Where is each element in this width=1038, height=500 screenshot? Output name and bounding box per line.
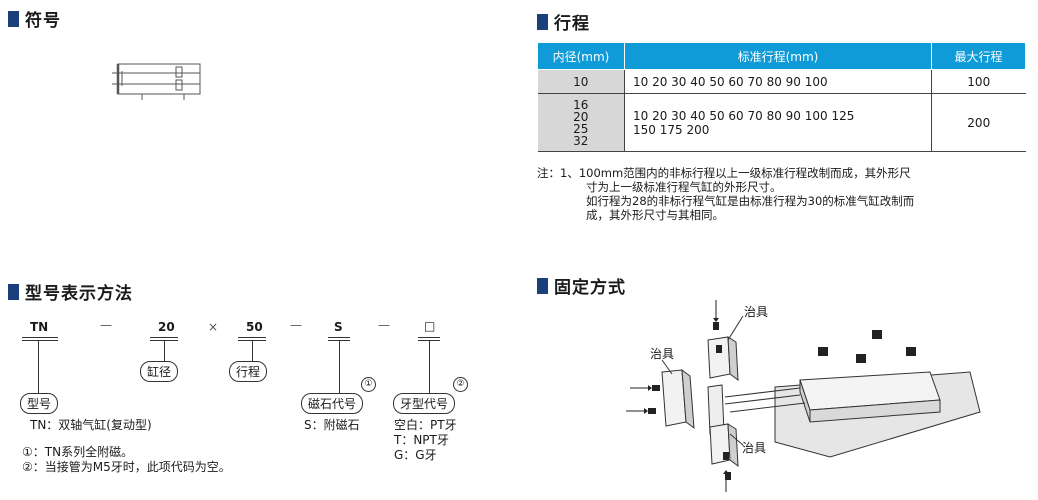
standard-stroke-cell: 10 20 30 40 50 60 70 80 90 100 125 150 1… [624, 93, 932, 152]
jig-leader [727, 315, 744, 341]
bore-cell: 10 [537, 69, 625, 94]
code-separator: — [378, 318, 390, 332]
section-title-mounting: 固定方式 [537, 273, 626, 298]
circle-number-2: ② [453, 377, 468, 392]
section-marker [537, 13, 548, 30]
section-title-text: 型号表示方法 [25, 284, 133, 304]
jig-label: 治具 [744, 305, 769, 319]
leader-underline [418, 337, 440, 341]
standard-stroke-cell: 10 20 30 40 50 60 70 80 90 100 [624, 69, 932, 94]
table-row: 16 20 25 32 10 20 30 40 50 60 70 80 90 1… [537, 93, 1026, 152]
leader-underline [328, 337, 350, 341]
leader-line [339, 341, 340, 393]
footnote: ①：TN系列全附磁。 [22, 445, 134, 459]
mounting-illustration [626, 300, 981, 492]
magnet-description: S：附磁石 [304, 418, 360, 432]
label-thread: 牙型代号 [393, 393, 456, 414]
header-bore: 内径(mm) [537, 42, 625, 70]
stroke-line: 10 20 30 40 50 60 70 80 90 100 125 [633, 108, 855, 123]
mounting-screws [648, 322, 916, 480]
code-part-magnet: S [334, 320, 343, 334]
bore-value: 32 [573, 133, 589, 148]
jig-label: 治具 [742, 441, 767, 455]
leader-underline [22, 337, 58, 341]
jig-label: 治具 [650, 347, 675, 361]
bore-value: 16 [573, 97, 589, 112]
code-part-bore: 20 [158, 320, 175, 334]
code-separator: × [208, 320, 219, 334]
label-stroke: 行程 [229, 361, 268, 382]
jig-leader [661, 359, 673, 375]
leader-line [429, 341, 430, 393]
code-separator: — [100, 318, 112, 332]
section-title-model: 型号表示方法 [8, 279, 133, 304]
bore-cell: 16 20 25 32 [537, 93, 625, 152]
section-title-stroke: 行程 [537, 9, 590, 34]
section-title-text: 符号 [25, 11, 61, 31]
double-rod-cylinder-symbol [112, 63, 201, 100]
leader-line [38, 341, 39, 393]
jig-top [707, 336, 731, 379]
thread-option: 空白：PT牙 [394, 418, 457, 432]
section-title-text: 固定方式 [554, 278, 626, 298]
jig-leader [729, 433, 744, 446]
code-part-thread: □ [424, 319, 436, 333]
code-separator: — [290, 318, 302, 332]
leader-underline [150, 337, 178, 341]
max-stroke-cell: 200 [931, 93, 1026, 152]
section-title-text: 行程 [554, 14, 590, 34]
leader-line [252, 341, 253, 361]
note-line: 成，其外形尺寸与其相同。 [586, 208, 724, 222]
note-line: 注：1、100mm范围内的非标行程以上一级标准行程改制而成，其外形尺 [537, 166, 911, 180]
note-line: 如行程为28的非标行程气缸是由标准行程为30的标准气缸改制而 [586, 194, 915, 208]
stroke-line: 150 175 200 [633, 122, 710, 137]
max-stroke-cell: 100 [931, 69, 1026, 94]
section-marker [8, 283, 19, 300]
label-magnet: 磁石代号 [301, 393, 364, 414]
section-marker [8, 10, 19, 27]
code-part-stroke: 50 [246, 320, 263, 334]
header-max-stroke: 最大行程 [931, 42, 1026, 70]
stroke-table: 内径(mm) 标准行程(mm) 最大行程 10 10 20 30 40 50 6… [537, 42, 1026, 152]
table-row: 10 10 20 30 40 50 60 70 80 90 100 100 [537, 69, 1026, 94]
label-model: 型号 [20, 393, 59, 414]
leader-underline [238, 337, 266, 341]
thread-option: G：G牙 [394, 448, 437, 462]
bore-value: 25 [573, 121, 589, 136]
label-bore: 缸径 [140, 361, 179, 382]
code-part-series: TN [30, 320, 49, 334]
thread-option: T：NPT牙 [394, 433, 449, 447]
table-header-row: 内径(mm) 标准行程(mm) 最大行程 [537, 42, 1026, 70]
leader-line [164, 341, 165, 361]
footnote: ②：当接管为M5牙时，此项代码为空。 [22, 460, 231, 474]
section-marker [537, 277, 548, 294]
arrows [626, 300, 727, 492]
note-line: 寸为上一级标准行程气缸的外形尺寸。 [586, 180, 782, 194]
header-standard-stroke: 标准行程(mm) [624, 42, 932, 70]
model-description: TN：双轴气缸(复动型) [30, 418, 152, 432]
bore-value: 20 [573, 109, 589, 124]
circle-number-1: ① [361, 377, 376, 392]
section-title-symbol: 符号 [8, 6, 61, 31]
